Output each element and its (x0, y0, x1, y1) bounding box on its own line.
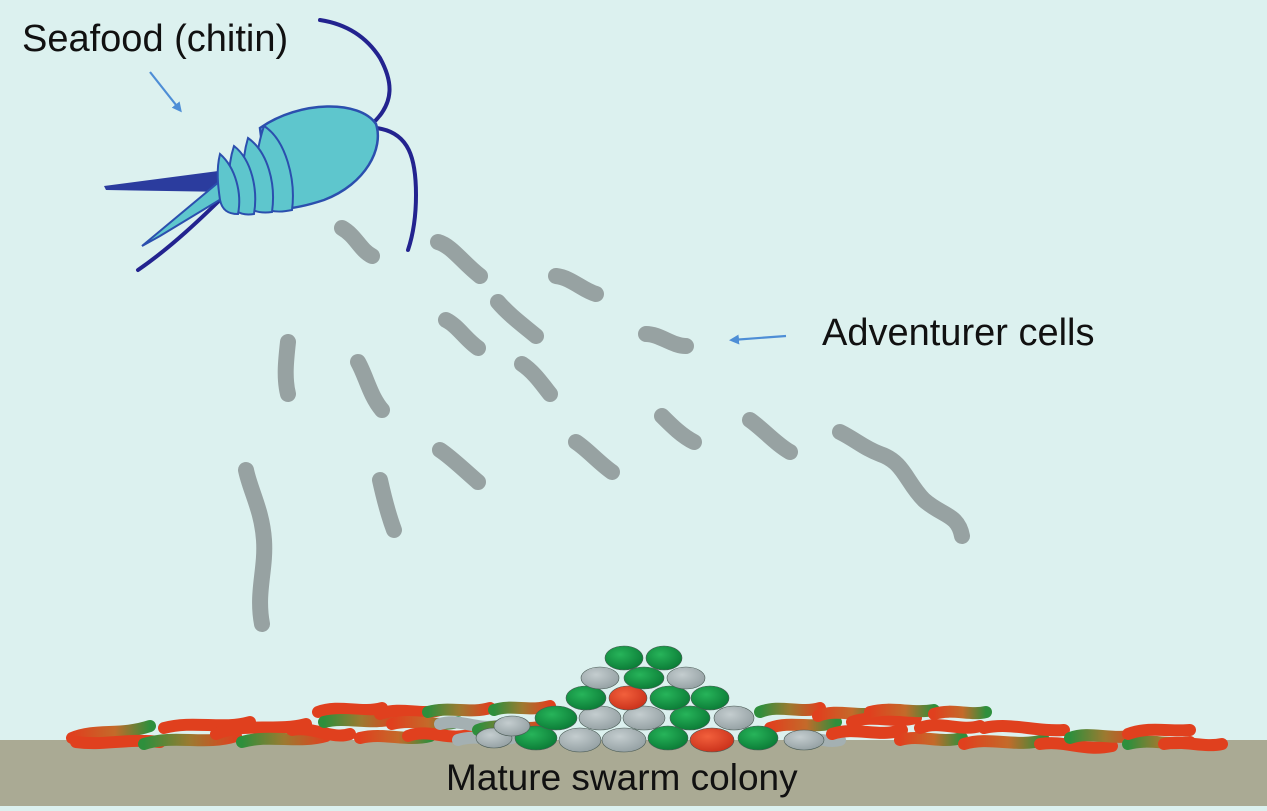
colony-cell (604, 645, 644, 671)
colony-cell (608, 685, 648, 711)
adventurer-cell (238, 462, 273, 632)
colony-cell (713, 705, 755, 731)
adventurer-cell (832, 424, 970, 544)
adventurer-cell (568, 434, 620, 480)
colony-cell (645, 645, 683, 671)
colony-cell (783, 729, 825, 751)
colony-cell (690, 685, 730, 711)
adventurer-cell (514, 356, 558, 402)
adventurer-cells-label: Adventurer cells (822, 312, 1095, 354)
swarm-colony (66, 645, 1228, 754)
seafood-arrow (149, 71, 182, 113)
adventurer-cell (430, 234, 488, 284)
swarm-colony-label: Mature swarm colony (446, 757, 798, 798)
adventurer-cell (372, 472, 402, 538)
adventurer-cell (742, 412, 798, 460)
colony-cell (558, 727, 602, 753)
colony-cell (669, 705, 711, 731)
adventurer-cell (438, 312, 486, 356)
colony-cell (737, 725, 779, 751)
colony-cell (534, 705, 578, 731)
colony-cell (601, 727, 647, 753)
colony-cell (493, 715, 531, 737)
adventurer-arrow (729, 334, 787, 345)
colony-cell (580, 666, 620, 690)
adventurer-cell (638, 326, 694, 354)
colony-cell (622, 705, 666, 731)
colony-cell (649, 685, 691, 711)
adventurer-cell (432, 442, 486, 490)
adventurer-cell (334, 220, 380, 264)
seafood-label: Seafood (chitin) (22, 18, 289, 60)
adventurer-cell (490, 294, 544, 344)
colony-cells (475, 645, 825, 753)
adventurer-cell (350, 354, 390, 418)
adventurer-cells (238, 220, 970, 632)
colony-cell (666, 666, 706, 690)
colony-cell (565, 685, 607, 711)
adventurer-cell (548, 268, 604, 302)
colony-cell (623, 666, 665, 690)
adventurer-cell (654, 408, 702, 450)
adventurer-cell (277, 334, 296, 402)
colony-cell (647, 725, 689, 751)
colony-cell (689, 727, 735, 753)
copepod-icon (104, 18, 419, 272)
